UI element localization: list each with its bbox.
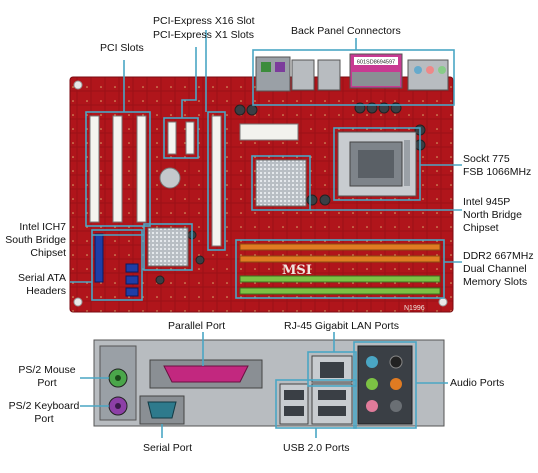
label-socket: Sockt 775 FSB 1066MHz [463, 153, 532, 178]
callout-box-back-panel [252, 49, 455, 106]
serial-port [147, 401, 177, 419]
pci-slots-on-board [89, 115, 147, 223]
sata-headers-on-board [94, 233, 139, 297]
lan-port [320, 362, 344, 378]
label-usb-ports: USB 2.0 Ports [283, 442, 350, 454]
atx-power-connector [239, 123, 299, 141]
callout-box-audio [353, 341, 417, 429]
cmos-battery [159, 167, 181, 189]
callout-box-sata [91, 229, 143, 301]
northbridge-heatsink [255, 159, 307, 207]
label-serial-port: Serial Port [143, 442, 193, 454]
usb-port-2 [318, 406, 346, 416]
callout-box-southbridge [143, 223, 193, 271]
label-ps2-keyboard: PS/2 Keyboard Port [8, 400, 80, 425]
back-panel-on-board: 601SD8694597 [255, 53, 449, 92]
callout-box-pcie-x1 [163, 117, 199, 159]
audio-jack-orange [390, 378, 402, 390]
audio-jack-blue [366, 356, 378, 368]
label-northbridge: Intel 945P North Bridge Chipset [463, 196, 522, 234]
pcie-x16-slot-on-board [211, 115, 222, 247]
callout-box-northbridge [251, 155, 311, 211]
back-panel-closeup [93, 339, 445, 427]
callout-box-lan [307, 351, 357, 387]
board-brand-logo: MSI [282, 263, 312, 278]
parallel-port [163, 365, 249, 383]
label-pci-slots: PCI Slots [100, 42, 144, 54]
ddr2-slots-on-board [239, 243, 441, 295]
pcie-x1-slots-on-board [167, 121, 195, 155]
label-sata: Serial ATA Headers [17, 272, 66, 297]
callout-box-ddr2 [235, 239, 445, 299]
audio-jack-green [366, 378, 378, 390]
callout-box-pci [85, 111, 151, 227]
usb-port-1 [318, 390, 346, 400]
callout-box-pcie-x16 [207, 111, 226, 251]
parallel-sticker: 601SD8694597 [357, 60, 395, 66]
label-lan-ports: RJ-45 Gigabit LAN Ports [284, 320, 399, 332]
label-parallel-port: Parallel Port [168, 320, 226, 332]
label-back-panel: Back Panel Connectors [291, 25, 401, 37]
label-southbridge: Intel ICH7 South Bridge Chipset [5, 221, 66, 259]
label-ps2-mouse: PS/2 Mouse Port [18, 364, 76, 389]
board-model: N1996 [404, 305, 425, 312]
cpu-socket-on-board [337, 131, 417, 197]
label-ddr2: DDR2 667MHz Dual Channel Memory Slots [463, 250, 534, 288]
southbridge-heatsink [147, 227, 189, 267]
usb-port-4 [284, 406, 304, 416]
label-pcie-x16: PCI-Express X16 Slot [153, 15, 255, 27]
label-audio-ports: Audio Ports [450, 377, 505, 389]
usb-port-3 [284, 390, 304, 400]
callouts [70, 30, 462, 438]
callout-box-socket [333, 127, 421, 201]
audio-jack-pink [366, 400, 378, 412]
label-pcie-x1: PCI-Express X1 Slots [153, 29, 254, 41]
